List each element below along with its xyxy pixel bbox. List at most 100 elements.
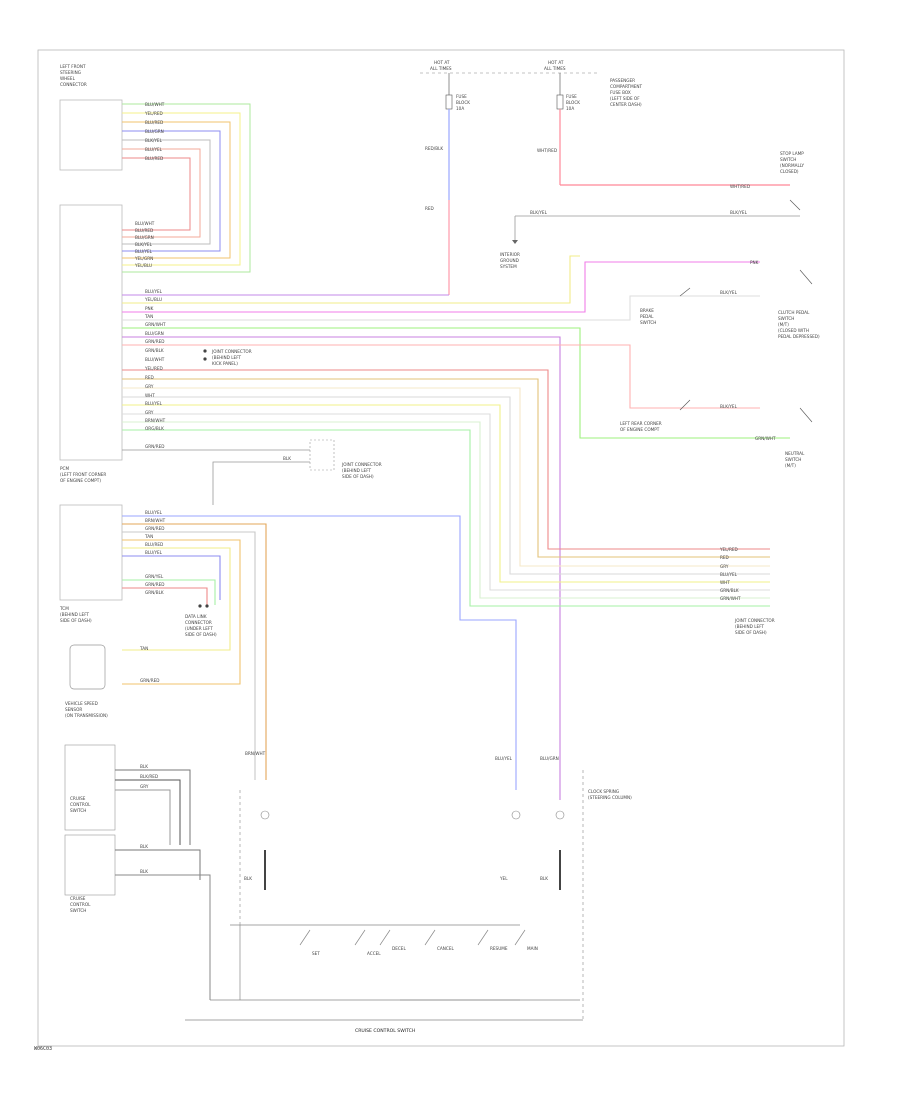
diagram-code: W06C03 [34,1046,53,1052]
svg-text:GRY: GRY [140,784,149,789]
joint-connector-1-dot-b [203,357,207,361]
hot-at-all-times-label-1: HOT AT ALL TIMES [430,60,452,71]
clock-spring-left: BRN/WHT BLK [239,751,270,925]
svg-text:FUSE BOX: FUSE BOX [610,90,631,95]
svg-text:COMPARTMENT: COMPARTMENT [610,84,643,89]
svg-text:YEL: YEL [499,876,508,881]
svg-text:SENSOR: SENSOR [65,707,82,712]
interior-ground-label: INTERIOR GROUND SYSTEM [500,252,520,269]
svg-text:JOINT CONNECTOR: JOINT CONNECTOR [734,618,775,623]
svg-text:CLOCK SPRING: CLOCK SPRING [588,789,619,794]
tcm-wire-labels: BLU/YEL BRN/WHT GRN/RED TAN BLU/RED BLU/… [139,510,166,683]
fuse-2-label: FUSE BLOCK 10A [566,94,580,111]
svg-text:ALL TIMES: ALL TIMES [544,66,566,71]
fuse-box-label: PASSENGER COMPARTMENT FUSE BOX (LEFT SID… [610,78,643,107]
svg-text:SIDE OF DASH): SIDE OF DASH) [185,632,217,637]
svg-text:SWITCH: SWITCH [785,457,801,462]
svg-text:(NORMALLY: (NORMALLY [780,163,805,168]
connector-jumper-wires [122,103,251,273]
svg-text:STEERING: STEERING [60,70,81,75]
svg-text:YEL/RED: YEL/RED [144,366,163,371]
svg-text:BLK: BLK [140,844,148,849]
brake-pedal-switch-label: BRAKE PEDAL SWITCH [640,308,656,325]
ground-symbol [512,240,518,244]
svg-text:GRN/RED: GRN/RED [140,678,159,683]
svg-text:JOINT CONNECTOR: JOINT CONNECTOR [341,462,382,467]
svg-text:(BEHIND LEFT: (BEHIND LEFT [342,468,372,473]
pcm-box [59,204,123,461]
diagram-frame [37,49,845,1047]
svg-text:(LEFT FRONT CORNER: (LEFT FRONT CORNER [60,472,106,477]
svg-text:BLU/RED: BLU/RED [135,228,153,233]
svg-text:(M/T): (M/T) [778,322,789,327]
fuse-1-label: FUSE BLOCK 10A [456,94,470,111]
svg-text:BLU/WHT: BLU/WHT [145,357,165,362]
left-front-connector-box [59,99,123,171]
svg-text:GRN/RED: GRN/RED [145,526,164,531]
svg-text:GRN/RED: GRN/RED [145,582,164,587]
cruise-control-switch-bottom [185,924,583,1021]
svg-text:GRN/BLK: GRN/BLK [720,588,739,593]
svg-text:SWITCH: SWITCH [780,157,796,162]
cruise-switch-box-2-label: CRUISE CONTROL SWITCH [70,896,91,913]
svg-text:DATA LINK: DATA LINK [185,614,207,619]
clock-spring-label-right: JOINT CONNECTOR (BEHIND LEFT SIDE OF DAS… [734,618,775,635]
svg-text:GRY: GRY [145,384,154,389]
tcm-box [59,504,123,601]
svg-text:BLU/RED: BLU/RED [145,156,163,161]
svg-text:JOINT CONNECTOR: JOINT CONNECTOR [211,349,252,354]
svg-text:RED: RED [145,375,154,380]
svg-text:BLK: BLK [140,869,148,874]
svg-text:SIDE OF DASH): SIDE OF DASH) [60,618,92,623]
svg-text:BLU/YEL: BLU/YEL [720,572,738,577]
svg-text:TAN: TAN [144,534,153,539]
svg-text:(UNDER LEFT: (UNDER LEFT [185,626,213,631]
svg-text:CLUTCH PEDAL: CLUTCH PEDAL [778,310,810,315]
svg-text:VEHICLE SPEED: VEHICLE SPEED [65,701,98,706]
wire-label-wht-red-2: WHT/RED [730,184,750,189]
wire-label-red-1: RED [425,206,434,211]
wire-label-blk-yel-2: BLK/YEL [730,210,748,215]
svg-text:BRN/WHT: BRN/WHT [145,418,166,423]
svg-text:BLU/WHT: BLU/WHT [135,221,155,226]
svg-text:GRY: GRY [720,564,729,569]
svg-text:SIDE OF DASH): SIDE OF DASH) [735,630,767,635]
neutral-switch-label: NEUTRAL SWITCH (M/T) [785,451,805,468]
wire-label-pnk: PNK [750,260,759,265]
cruise-switch-left-wires [115,769,211,1000]
svg-text:SIDE OF DASH): SIDE OF DASH) [342,474,374,479]
svg-text:ORG/BLK: ORG/BLK [145,426,164,431]
wire-label-red-blk: RED/BLK [425,146,443,151]
left-rear-corner-label: LEFT REAR CORNER OF ENGINE COMPT [620,421,662,432]
pcm-output-wires [122,255,790,800]
svg-text:(CLOSED WITH: (CLOSED WITH [778,328,809,333]
svg-text:SWITCH: SWITCH [640,320,656,325]
svg-text:DECEL: DECEL [392,946,406,951]
svg-text:GRN/WHT: GRN/WHT [145,322,166,327]
svg-text:GROUND: GROUND [500,258,519,263]
vehicle-speed-sensor-label: VEHICLE SPEED SENSOR (ON TRANSMISSION) [65,701,108,718]
svg-text:SET: SET [312,951,320,956]
svg-text:GRY: GRY [145,410,154,415]
svg-text:HOT AT: HOT AT [434,60,450,65]
wire-relay-to-tcm [212,461,310,505]
svg-text:CONTROL: CONTROL [70,802,91,807]
connector-pin-stubs: YEL/RED RED GRY BLU/YEL WHT GRN/BLK GRN/… [719,547,741,601]
svg-text:BLU/YEL: BLU/YEL [495,756,513,761]
svg-text:ACCEL: ACCEL [367,951,381,956]
tcm-label: TCM (BEHIND LEFT SIDE OF DASH) [59,606,92,623]
svg-text:BLOCK: BLOCK [566,100,580,105]
svg-text:OF ENGINE COMPT): OF ENGINE COMPT) [60,478,101,483]
pcm-label: PCM (LEFT FRONT CORNER OF ENGINE COMPT) [60,466,106,483]
stop-lamp-switch-label: STOP LAMP SWITCH (NORMALLY CLOSED) [780,151,805,174]
svg-text:YEL/GRN: YEL/GRN [134,256,153,261]
clock-spring-label: CLOCK SPRING (STEERING COLUMN) [588,789,632,800]
cruise-switch-box-1 [64,744,116,831]
svg-text:TAN: TAN [139,646,148,651]
svg-text:BLU/WHT: BLU/WHT [145,102,165,107]
svg-text:(BEHIND LEFT: (BEHIND LEFT [735,624,765,629]
tcm-wires [122,515,517,790]
svg-text:BLU/YEL: BLU/YEL [135,249,153,254]
svg-text:WHT: WHT [720,580,730,585]
svg-text:GRN/BLK: GRN/BLK [145,348,164,353]
